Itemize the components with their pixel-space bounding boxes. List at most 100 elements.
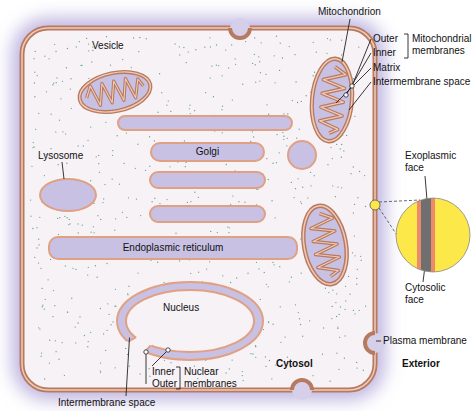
cytosol-speckle	[263, 329, 264, 330]
cytosol-speckle	[310, 172, 311, 173]
cytosol-speckle	[110, 65, 111, 66]
cytosol-speckle	[242, 375, 243, 376]
cytosol-speckle	[50, 259, 51, 260]
cytosol-speckle	[359, 310, 360, 311]
cytosol-speckle	[37, 75, 38, 76]
cytosol-speckle	[272, 262, 273, 263]
cytosol-speckle	[323, 327, 324, 328]
cytosol-speckle	[314, 175, 315, 176]
cytosol-speckle	[300, 201, 301, 202]
membrane-leaflet	[417, 190, 421, 280]
cytosol-speckle	[127, 294, 128, 295]
cytosol-speckle	[242, 371, 243, 372]
cytosol-speckle	[38, 262, 39, 263]
cytosol-speckle	[71, 108, 72, 109]
cytosol-speckle	[293, 197, 294, 198]
cytosol-speckle	[250, 353, 251, 354]
cytosol-speckle	[222, 132, 223, 133]
cytosol-speckle	[104, 184, 105, 185]
cytosol-speckle	[287, 113, 288, 114]
cytosol-speckle	[245, 41, 246, 42]
cytosol-speckle	[46, 91, 47, 92]
cytosol-speckle	[247, 273, 248, 274]
cytosol-speckle	[32, 228, 33, 229]
cytosol-speckle	[344, 335, 345, 336]
cytosol-speckle	[61, 342, 62, 343]
cytosol-speckle	[128, 197, 129, 198]
cytosol-speckle	[127, 354, 128, 355]
cytosol-speckle	[66, 67, 67, 68]
cytosol-speckle	[93, 232, 94, 233]
cytosol-speckle	[228, 232, 229, 233]
cisterna-shape	[150, 206, 265, 222]
cytosol-speckle	[280, 306, 281, 307]
budding-notch	[292, 380, 312, 400]
cytosol-speckle	[38, 113, 39, 114]
cytosol-speckle	[356, 367, 357, 368]
cytosol-speckle	[55, 131, 56, 132]
leader-line	[346, 53, 371, 95]
cytosol-speckle	[265, 74, 266, 75]
leader-line	[152, 350, 168, 366]
leader-line	[349, 82, 371, 110]
cytosol-speckle	[67, 48, 68, 49]
cytosol-speckle	[222, 105, 223, 106]
cytosol-speckle	[105, 350, 106, 351]
cytosol-speckle	[292, 100, 293, 101]
cytosol-speckle	[297, 178, 298, 179]
cytosol-speckle	[265, 366, 266, 367]
annotation-label: Inner	[152, 366, 175, 378]
cytosol-speckle	[136, 198, 137, 199]
cytosol-speckle	[112, 150, 113, 151]
cytosol-speckle	[90, 180, 91, 181]
annotation-label: Lysosome	[38, 150, 83, 162]
cytosol-speckle	[345, 286, 346, 287]
cytosol-speckle	[231, 359, 232, 360]
cytosol-speckle	[252, 63, 253, 64]
cisterna-shape	[118, 116, 292, 130]
cytosol-speckle	[231, 44, 232, 45]
cytosol-speckle	[58, 234, 59, 235]
mitochondrion-shape	[76, 66, 154, 118]
cytosol-speckle	[140, 215, 141, 216]
cytosol-speckle	[100, 370, 101, 371]
cytosol-speckle	[330, 39, 331, 40]
plasma-membrane-leaflet	[22, 28, 375, 390]
cytosol-speckle	[55, 351, 56, 352]
cytosol-speckle	[260, 299, 261, 300]
cytosol-speckle	[256, 262, 257, 263]
cytosol-speckle	[35, 129, 36, 130]
leader-line	[62, 162, 64, 179]
cytosol-speckle	[95, 265, 96, 266]
cytosol-speckle	[316, 52, 317, 53]
cytosol-speckle	[36, 247, 37, 248]
cytosol-speckle	[64, 216, 65, 217]
cytosol-speckle	[115, 289, 116, 290]
cytosol-speckle	[40, 268, 41, 269]
cytosol-speckle	[59, 120, 60, 121]
cytosol-speckle	[122, 59, 123, 60]
cytosol-speckle	[125, 348, 126, 349]
cytosol-speckle	[336, 144, 337, 145]
cytosol-speckle	[149, 136, 150, 137]
cytosol-speckle	[55, 340, 56, 341]
cytosol-speckle	[100, 372, 101, 373]
annotation-label: Vesicle	[92, 40, 124, 52]
cytosol-speckle	[359, 171, 360, 172]
zoom-line	[379, 208, 420, 270]
cytosol-speckle	[154, 198, 155, 199]
cytosol-speckle	[188, 51, 189, 52]
cytosol-speckle	[357, 269, 358, 270]
cytosol-speckle	[138, 51, 139, 52]
cytosol-speckle	[358, 46, 359, 47]
cytosol-speckle	[146, 38, 147, 39]
cytosol-speckle	[365, 206, 366, 207]
cytosol-speckle	[354, 255, 355, 256]
cytosol-speckle	[309, 320, 310, 321]
cytosol-speckle	[301, 101, 302, 102]
cytosol-speckle	[299, 318, 300, 319]
cytosol-speckle	[295, 304, 296, 305]
cytosol-speckle	[332, 158, 333, 159]
cytosol-speckle	[164, 360, 165, 361]
cytosol-speckle	[77, 322, 78, 323]
